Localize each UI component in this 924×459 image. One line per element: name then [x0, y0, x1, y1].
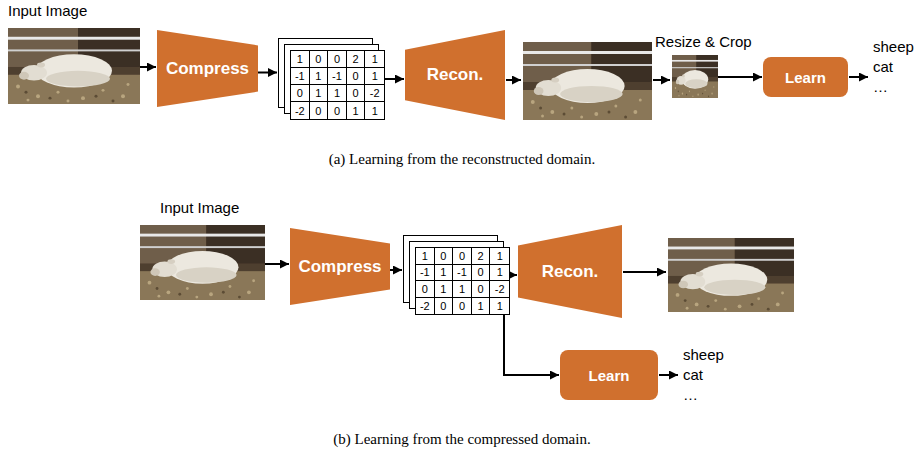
trapezoid-shape: [405, 30, 505, 120]
matrix-cell: 0: [347, 85, 366, 102]
codec-block: Recon.: [518, 225, 622, 318]
matrix-cell: 1: [453, 281, 472, 298]
shape-outline: [672, 55, 718, 98]
matrix-cell: 0: [453, 248, 472, 265]
matrix-cell: 2: [472, 248, 491, 265]
codec-block: Compress: [290, 228, 390, 305]
flow-arrow: [718, 76, 762, 78]
matrix-cell: 1: [472, 298, 491, 315]
matrix-cell: -1: [328, 68, 347, 85]
flow-arrow: [140, 66, 156, 68]
flow-arrow: [849, 76, 868, 78]
matrix-cell: -1: [453, 265, 472, 282]
matrix-cell: 1: [416, 248, 435, 265]
matrix-cell: 0: [435, 248, 454, 265]
flow-arrow: [265, 263, 289, 265]
image-heading: Input Image: [8, 2, 87, 20]
trapezoid-shape: [518, 225, 622, 318]
learn-label: Learn: [785, 69, 826, 86]
image-heading: Resize & Crop: [655, 33, 752, 51]
matrix-cell: 0: [310, 51, 329, 68]
flow-arrow: [390, 269, 402, 271]
matrix-cell: 1: [291, 51, 310, 68]
trapezoid-shape: [290, 228, 390, 305]
matrix-cell: 0: [310, 102, 329, 119]
block-label: Recon.: [427, 65, 484, 85]
matrix-grid: 10021-11-1010110-2-20011: [415, 247, 510, 315]
sheep-photo: [140, 225, 265, 300]
matrix-cell: -2: [416, 298, 435, 315]
flow-arrow: [504, 315, 559, 375]
class-output: sheep: [873, 38, 914, 56]
sheep-photo: [672, 55, 718, 98]
image-box: Input Image: [140, 225, 265, 300]
block-label: Recon.: [542, 262, 599, 282]
matrix-grid: 10021-11-1010110-2-20011: [290, 50, 385, 120]
reconstructed-image: [523, 42, 652, 120]
matrix-cell: 0: [347, 68, 366, 85]
class-output: …: [873, 78, 888, 96]
shape-outline: [8, 28, 140, 104]
matrix-cell: 0: [472, 281, 491, 298]
matrix-cell: -1: [291, 68, 310, 85]
matrix-cell: -2: [365, 85, 384, 102]
matrix-cell: 1: [490, 248, 509, 265]
matrix-cell: -2: [291, 102, 310, 119]
flow-arrow: [510, 274, 517, 276]
matrix-cell: 0: [416, 281, 435, 298]
matrix-cell: -2: [490, 281, 509, 298]
matrix-cell: -1: [416, 265, 435, 282]
codec-block: Recon.: [405, 30, 505, 120]
image-box: Resize & Crop: [672, 55, 718, 98]
figure-caption: (b) Learning from the compressed domain.: [0, 430, 924, 448]
matrix-cell: 1: [365, 68, 384, 85]
class-output: …: [683, 386, 698, 404]
learn-box: Learn: [560, 350, 658, 400]
reconstructed-image: [668, 238, 794, 312]
image-box: Input Image: [8, 28, 140, 104]
matrix-cell: 1: [435, 281, 454, 298]
learn-box: Learn: [763, 57, 848, 97]
matrix-cell: 0: [453, 298, 472, 315]
class-output: cat: [873, 58, 893, 76]
coefficient-matrix: 10021-11-1010110-2-20011: [278, 38, 385, 120]
block-label: Compress: [298, 257, 381, 277]
learn-label: Learn: [589, 367, 630, 384]
class-output: sheep: [683, 346, 724, 364]
matrix-cell: 0: [472, 265, 491, 282]
matrix-cell: 0: [291, 85, 310, 102]
matrix-cell: 2: [347, 51, 366, 68]
matrix-cell: 1: [435, 265, 454, 282]
matrix-cell: 1: [328, 85, 347, 102]
matrix-cell: 1: [347, 102, 366, 119]
flow-arrow: [258, 72, 277, 74]
image-heading: Input Image: [160, 199, 239, 217]
flow-arrow: [385, 78, 404, 80]
matrix-cell: 1: [490, 265, 509, 282]
matrix-cell: 1: [365, 102, 384, 119]
matrix-cell: 0: [328, 51, 347, 68]
matrix-cell: 1: [310, 68, 329, 85]
figure-caption: (a) Learning from the reconstructed doma…: [0, 150, 924, 168]
block-label: Compress: [166, 59, 249, 79]
matrix-cell: 1: [365, 51, 384, 68]
coefficient-matrix: 10021-11-1010110-2-20011: [403, 235, 510, 315]
matrix-cell: 0: [435, 298, 454, 315]
flow-arrow: [506, 79, 521, 81]
trapezoid-shape: [157, 30, 258, 107]
sheep-photo: [8, 28, 140, 104]
codec-block: Compress: [157, 30, 258, 107]
shape-outline: [140, 225, 265, 300]
flow-arrow: [659, 374, 678, 376]
matrix-cell: 0: [328, 102, 347, 119]
class-output: cat: [683, 366, 703, 384]
matrix-cell: 1: [490, 298, 509, 315]
flow-arrow: [623, 271, 666, 273]
flow-arrow: [653, 79, 670, 81]
matrix-cell: 1: [310, 85, 329, 102]
